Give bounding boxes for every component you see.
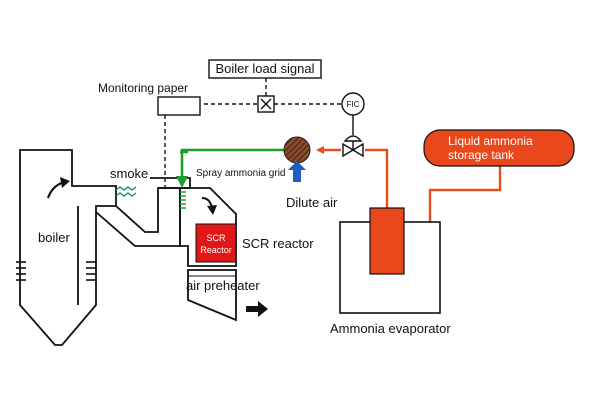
boiler [19,149,191,346]
outlet-arrow [246,301,268,317]
scr-reactor-assembly: SCR Reactor [179,187,268,322]
liquid-ammonia-storage-tank [423,129,575,167]
boiler-load-signal-box [208,59,322,79]
fic-label: FIC [347,100,360,109]
control-valve [342,142,364,158]
tank-label-1: Liquid ammonia [448,134,533,148]
tank-label-2: storage tank [448,148,515,162]
monitoring-paper-label: Monitoring paper [98,81,188,95]
scr-reactor-casing [179,187,237,267]
spray-ammonia-line [180,148,284,180]
scr-reactor-box [195,223,237,263]
multiplier-block [257,95,275,113]
scr-box-label-2: Reactor [200,245,232,255]
boiler-tube-marks [16,261,96,281]
boiler-label: boiler [38,230,70,245]
air-preheater-unit [187,269,237,322]
air-preheater-label: air preheater [186,278,260,293]
economizer-tubes [115,186,137,197]
ammonia-evaporator-label: Ammonia evaporator [330,321,451,336]
flue-duct [95,187,181,247]
spray-ammonia-arrowhead [176,176,188,188]
scr-box-label-1: SCR [206,233,226,243]
spray-grid-coil [180,191,186,209]
boiler-load-signal-label: Boiler load signal [215,61,314,76]
scr-reactor-label: SCR reactor [242,236,314,251]
dilute-air-arrow [288,161,306,182]
evaporator-coil [369,207,405,275]
spray-ammonia-grid-label: Spray ammonia grid [196,168,285,179]
boiler-outline [19,149,117,346]
ammonia-air-mixer [283,136,311,164]
dilute-air-label: Dilute air [286,195,338,210]
smoke-label: smoke [110,166,148,181]
control-signal-lines [164,78,341,190]
monitoring-box [157,96,201,116]
